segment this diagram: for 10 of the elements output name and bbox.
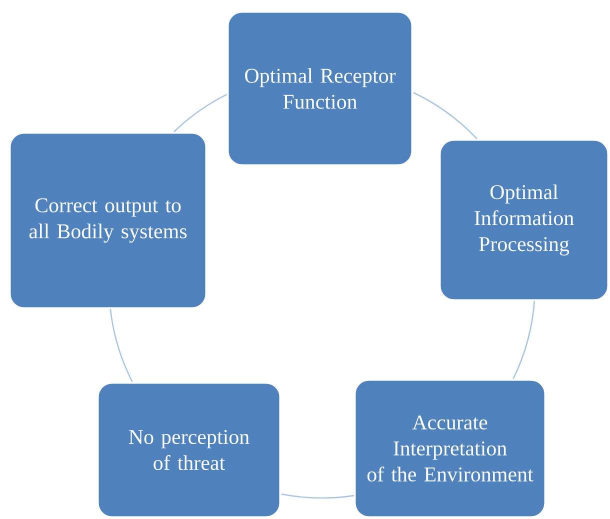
connector-arc <box>512 300 536 380</box>
connector-arc <box>110 308 133 382</box>
process-box: Optimal Receptor Function <box>227 11 413 166</box>
process-box: Correct output to all Bodily systems <box>9 132 207 309</box>
connector-arc <box>174 94 228 132</box>
process-box: Optimal Information Processing <box>439 139 609 301</box>
connector-arc <box>413 92 478 140</box>
connector-arc <box>281 493 354 499</box>
process-box: No perception of threat <box>97 382 281 518</box>
process-box: Accurate Interpretation of the Environment <box>354 379 546 518</box>
